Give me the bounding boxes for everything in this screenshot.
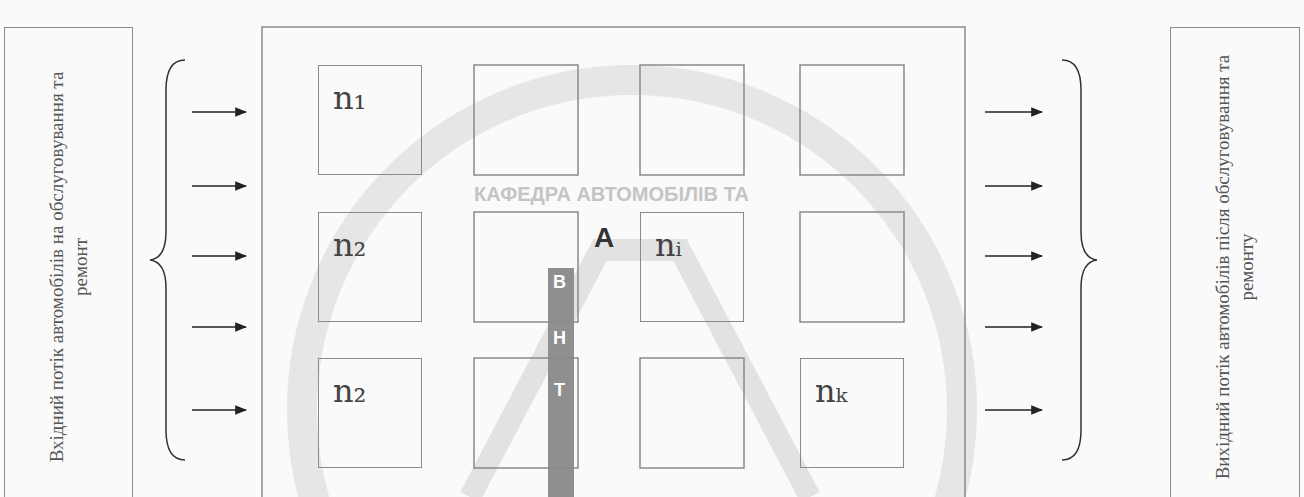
- flow-arrows: [192, 112, 1042, 410]
- station-label: nₖ: [801, 359, 903, 407]
- station-label: nᵢ: [641, 213, 743, 261]
- watermark-letter: А: [594, 222, 614, 254]
- watermark-text: КАФЕДРА АВТОМОБІЛІВ ТА: [474, 183, 749, 206]
- flow-box: Вхідний потік автомобілів на обслуговува…: [4, 27, 133, 497]
- station-box: n₂: [318, 212, 422, 322]
- station-grid: [474, 65, 904, 468]
- station-label: n₂: [319, 213, 421, 261]
- station-label: n₁: [319, 66, 421, 114]
- watermark-letter: Н: [553, 328, 566, 349]
- watermark-letter: В: [553, 272, 566, 293]
- flow-caption: Вхідний потік автомобілів на обслуговува…: [45, 47, 93, 487]
- station-box: nₖ: [800, 358, 904, 468]
- watermark-letter: Т: [554, 380, 565, 401]
- right-brace: [1062, 60, 1097, 460]
- flow-caption: Вихідний потік автомобілів після обслуго…: [1211, 47, 1259, 487]
- station-box: n₁: [318, 65, 422, 175]
- station-label: n₂: [319, 359, 421, 407]
- left-brace: [150, 60, 185, 460]
- station-box: n₂: [318, 358, 422, 468]
- system-box: [262, 27, 965, 497]
- watermark-strip: [548, 268, 574, 497]
- watermark-ring: [302, 80, 962, 497]
- flow-box: Вихідний потік автомобілів після обслуго…: [1170, 27, 1300, 497]
- station-box: nᵢ: [640, 212, 744, 322]
